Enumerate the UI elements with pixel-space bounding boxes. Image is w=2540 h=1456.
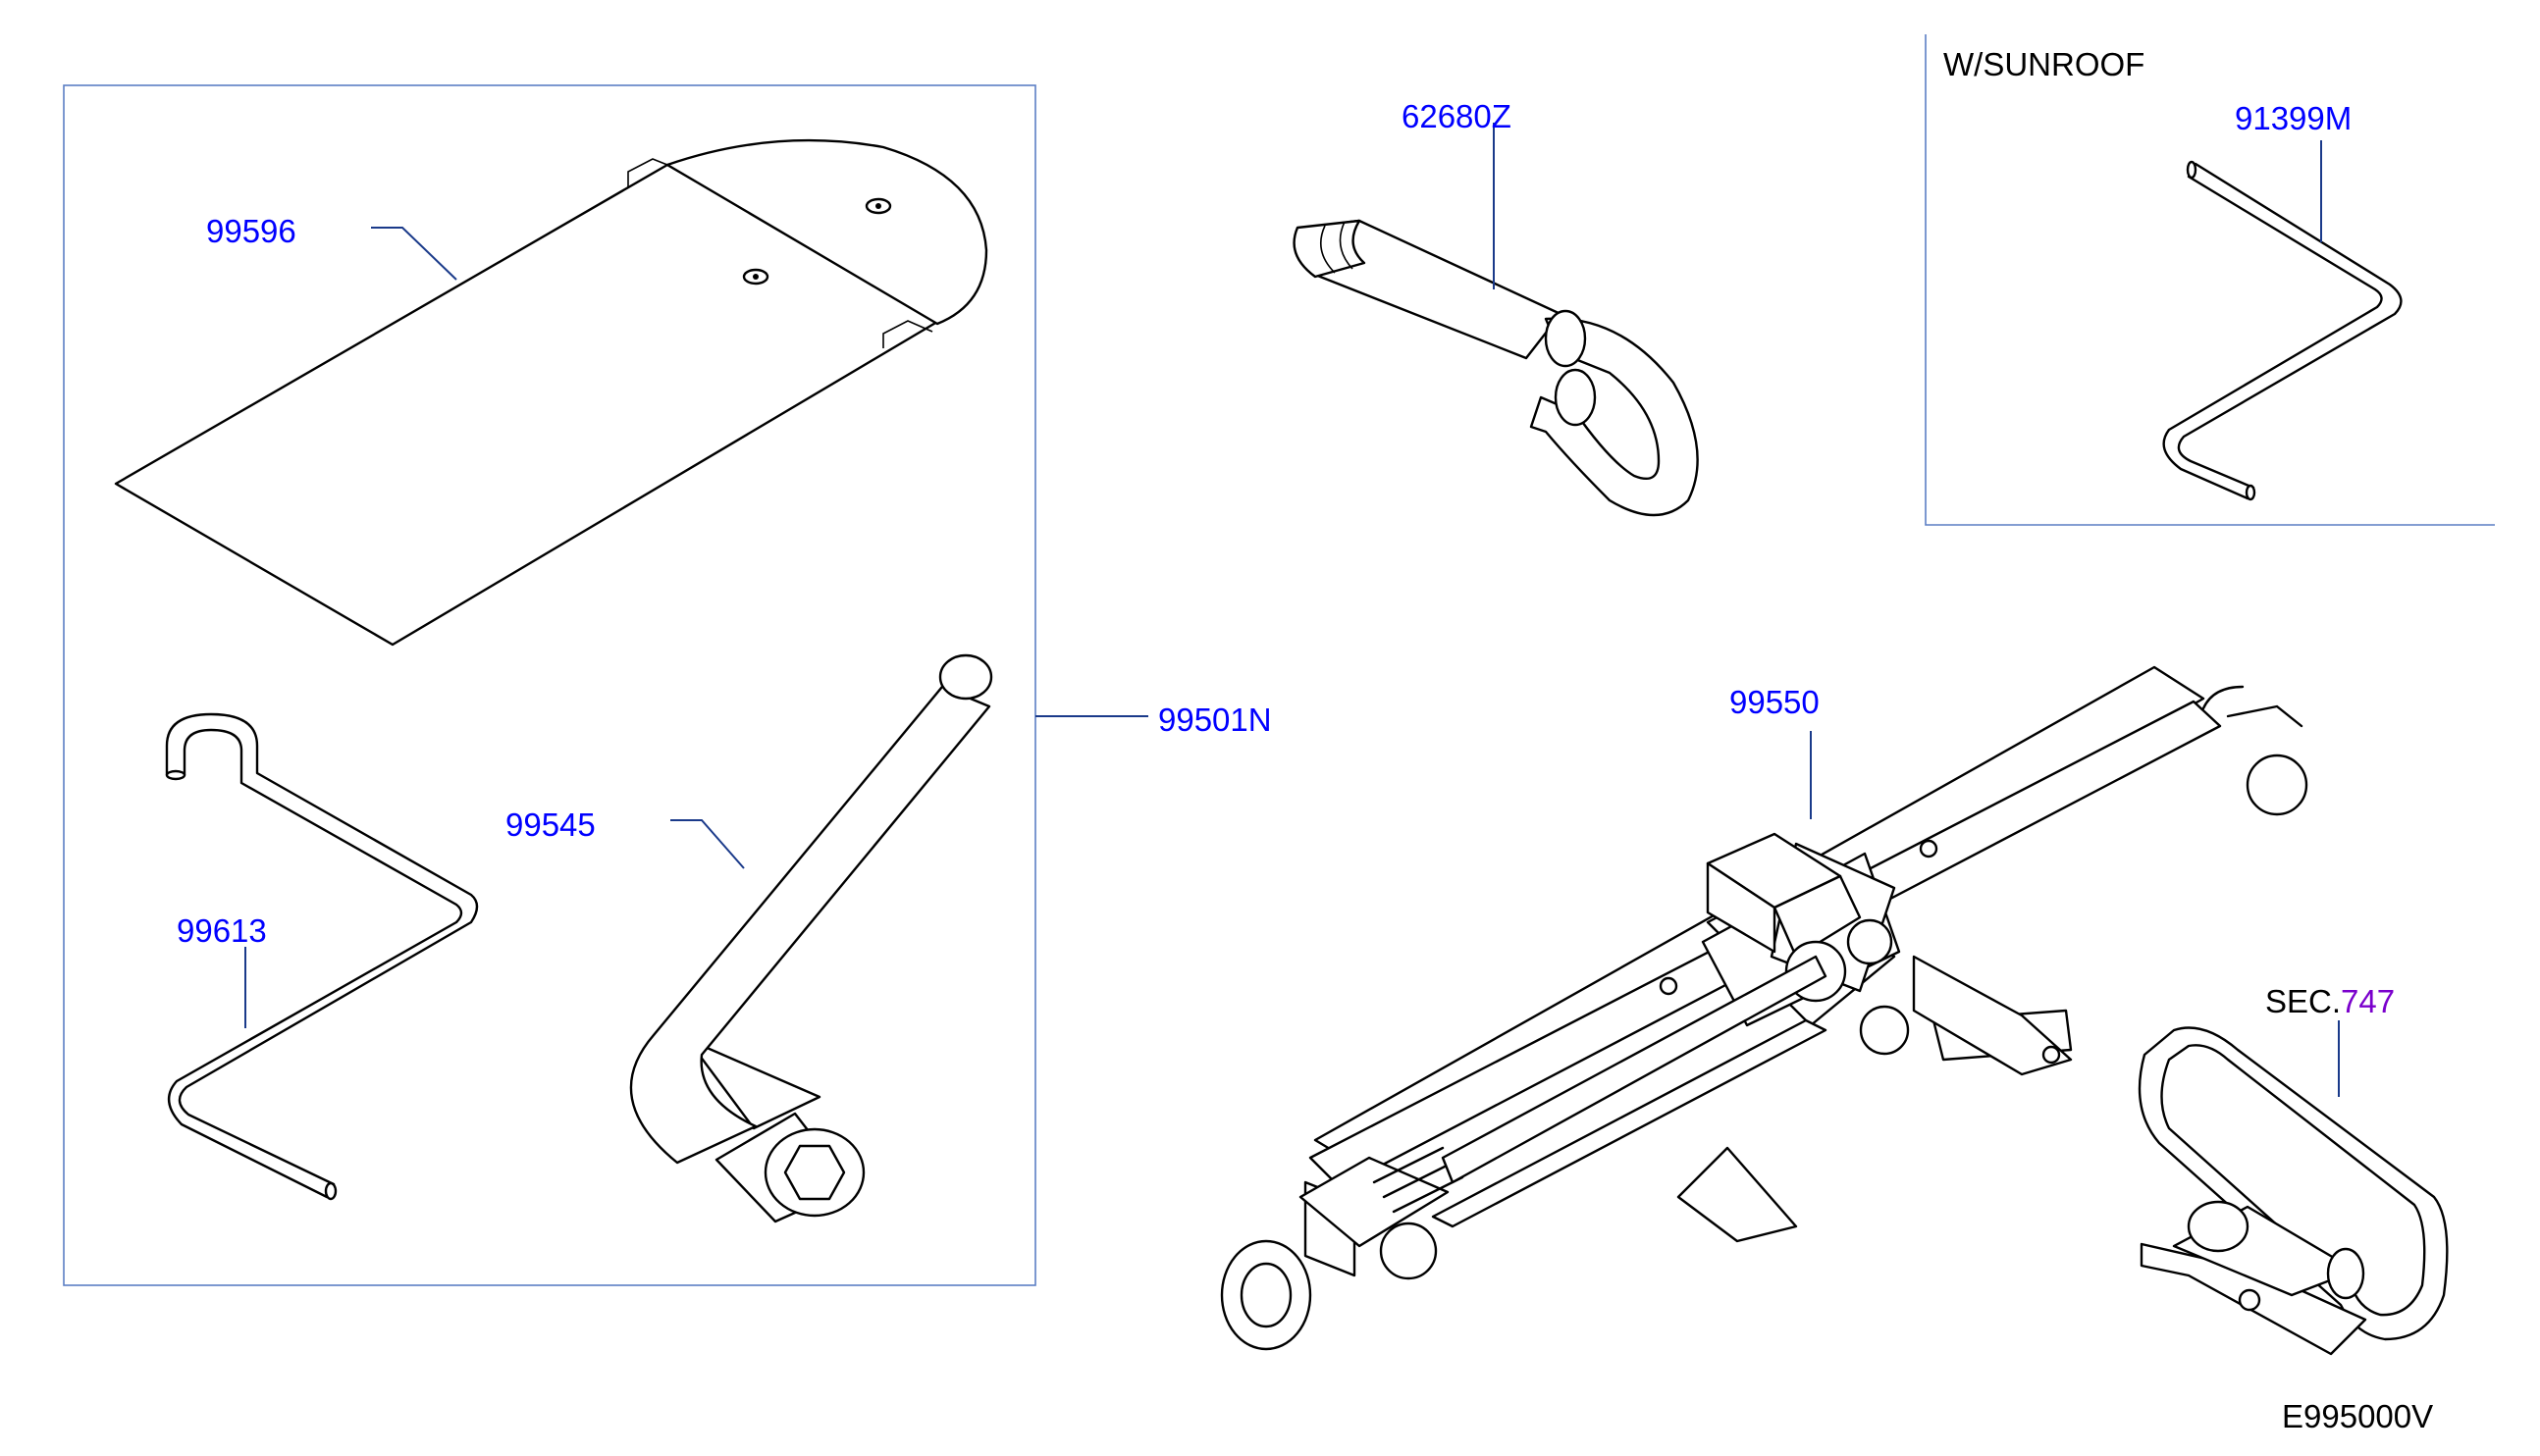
section-reference[interactable]: SEC.747 xyxy=(2265,983,2395,1019)
sunroof-group-box xyxy=(1925,34,2495,526)
jack-bracket-drawing xyxy=(2138,1026,2449,1356)
wheel-nut-wrench-drawing xyxy=(629,653,993,1223)
part-label-99613[interactable]: 99613 xyxy=(177,912,267,949)
jack-handle-drawing xyxy=(165,712,479,1201)
diagram-code: E995000V xyxy=(2282,1398,2433,1434)
tow-hook-drawing xyxy=(1293,219,1699,517)
scissor-jack-drawing xyxy=(1220,665,2308,1351)
section-ref-prefix: SEC. xyxy=(2265,983,2341,1019)
tool-bag-drawing xyxy=(114,138,988,647)
part-label-91399M[interactable]: 91399M xyxy=(2235,100,2352,136)
part-label-99596[interactable]: 99596 xyxy=(206,213,296,249)
part-label-99501N[interactable]: 99501N xyxy=(1158,702,1272,738)
option-label: W/SUNROOF xyxy=(1943,46,2144,82)
part-label-99550[interactable]: 99550 xyxy=(1729,684,1820,720)
hex-wrench-drawing xyxy=(2162,160,2403,501)
tool-kit-group-box xyxy=(63,84,1036,1286)
part-label-62680Z[interactable]: 62680Z xyxy=(1402,98,1511,134)
section-ref-number[interactable]: 747 xyxy=(2341,983,2395,1019)
part-label-99545[interactable]: 99545 xyxy=(505,806,596,843)
